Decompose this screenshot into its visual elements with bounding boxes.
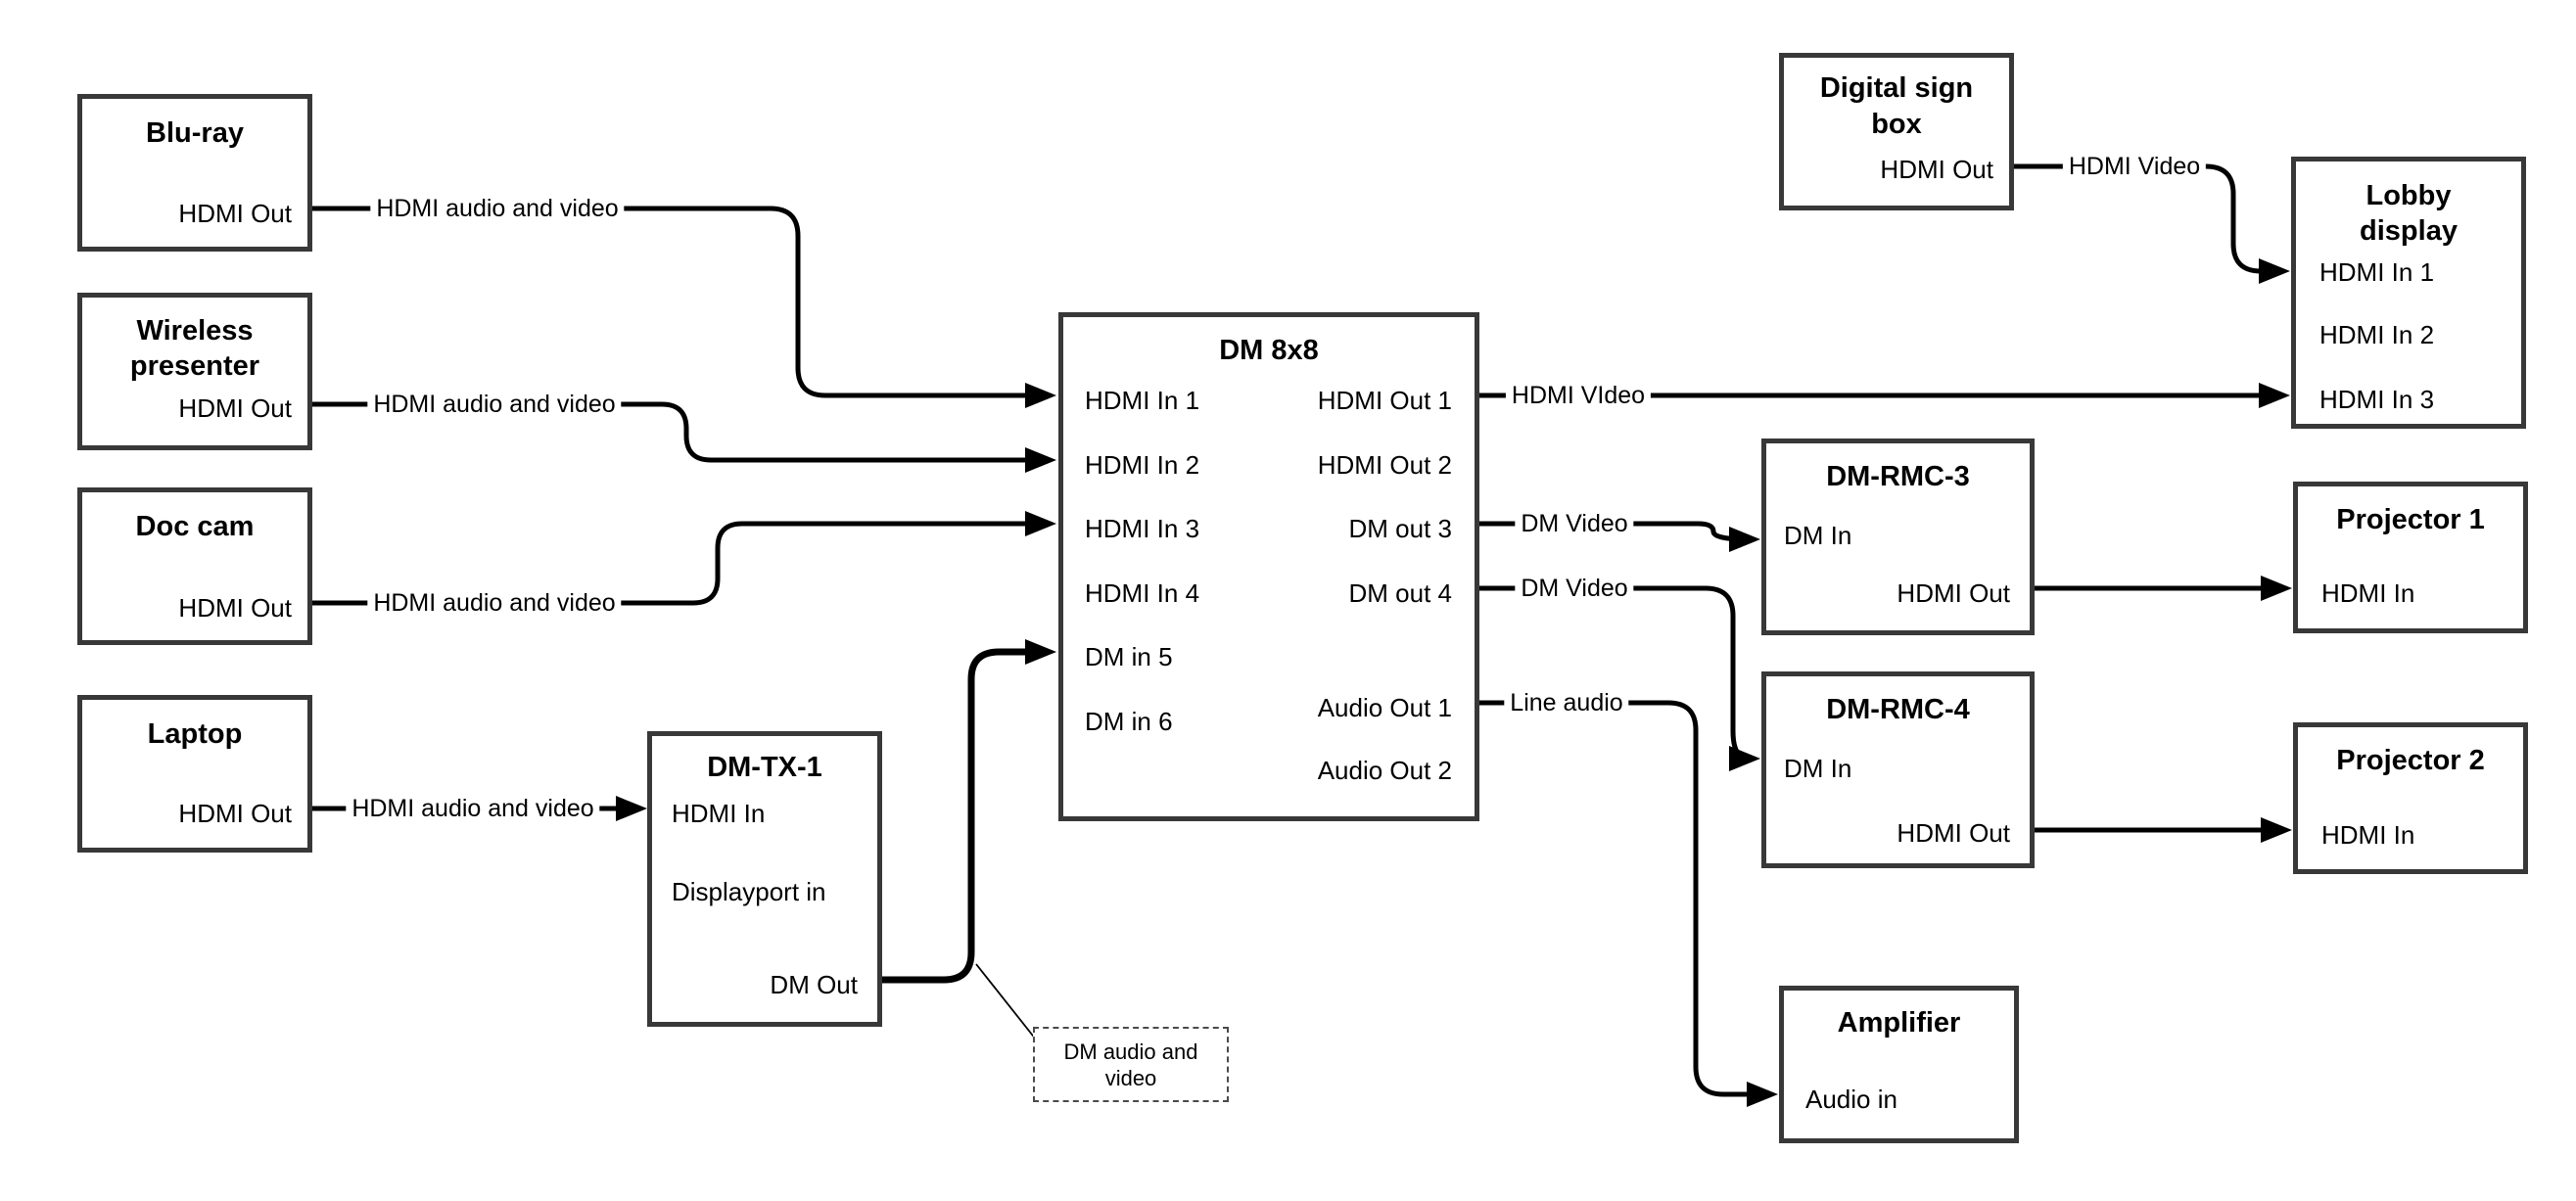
- arrowhead-proj2-hdmi-in: [2261, 817, 2292, 843]
- wire-label-laptop: HDMI audio and video: [346, 794, 600, 823]
- dm8x8-port-hdmi-in-4: HDMI In 4: [1085, 578, 1200, 608]
- conn-wireless-to-dm8x8-in2: [312, 401, 1045, 463]
- conn-dm8x8-out4-to-dmrmc4: [1479, 585, 1750, 762]
- digitalsign-port-hdmi-out: HDMI Out: [1880, 155, 1993, 184]
- lobby-title-line1: Lobby: [2365, 180, 2452, 211]
- note-text-line2: video: [1104, 1066, 1157, 1090]
- dm8x8-title: DM 8x8: [1219, 335, 1319, 366]
- note-dm-audio-and-video[interactable]: DM audio and video: [1033, 1027, 1229, 1102]
- laptop-port-hdmi-out: HDMI Out: [178, 799, 292, 828]
- wire-label-bluray: HDMI audio and video: [370, 194, 625, 223]
- proj1-title: Projector 1: [2336, 504, 2485, 535]
- note-text-line1: DM audio and: [1063, 1039, 1198, 1064]
- arrowhead-dm8x8-in1: [1025, 383, 1056, 408]
- conn-dm8x8-aout1-to-amplifier: [1479, 700, 1766, 1097]
- node-dm-8x8[interactable]: DM 8x8 HDMI In 1 HDMI In 2 HDMI In 3 HDM…: [1058, 312, 1479, 821]
- wire-label-dm-out4: DM Video: [1515, 574, 1634, 603]
- dmtx1-title: DM-TX-1: [707, 752, 822, 783]
- lobby-port-hdmi-in-2: HDMI In 2: [2319, 320, 2435, 349]
- bluray-title: Blu-ray: [146, 117, 244, 149]
- dm8x8-port-hdmi-out-2: HDMI Out 2: [1317, 450, 1452, 480]
- dmrmc4-port-hdmi-out: HDMI Out: [1897, 818, 2010, 848]
- dm8x8-port-hdmi-in-3: HDMI In 3: [1085, 514, 1200, 543]
- dmtx1-port-displayport-in: Displayport in: [672, 877, 826, 906]
- dmrmc4-port-dm-in: DM In: [1784, 754, 1852, 783]
- dm8x8-port-audio-out-2: Audio Out 2: [1317, 756, 1452, 785]
- doccam-port-hdmi-out: HDMI Out: [178, 593, 292, 623]
- wire-label-audio-out1: Line audio: [1504, 688, 1629, 717]
- dmrmc4-title: DM-RMC-4: [1826, 694, 1970, 725]
- dmtx1-port-hdmi-in: HDMI In: [672, 799, 766, 828]
- dm8x8-port-dm-in-5: DM in 5: [1085, 642, 1173, 671]
- wire-label-wireless: HDMI audio and video: [367, 390, 622, 419]
- amplifier-title: Amplifier: [1837, 1007, 1961, 1039]
- node-projector-2[interactable]: Projector 2 HDMI In: [2293, 722, 2528, 874]
- wireless-title-line2: presenter: [129, 350, 260, 382]
- bluray-port-hdmi-out: HDMI Out: [178, 199, 292, 228]
- laptop-title: Laptop: [147, 718, 243, 750]
- wire-label-dm-out3: DM Video: [1515, 509, 1634, 538]
- arrowhead-lobby-in1: [2259, 258, 2290, 284]
- arrowhead-dm8x8-in3: [1025, 511, 1056, 536]
- node-bluray[interactable]: Blu-ray HDMI Out: [77, 94, 312, 252]
- proj2-title: Projector 2: [2336, 745, 2485, 776]
- wire-label-hdmi-out1: HDMI VIdeo: [1505, 381, 1652, 410]
- dm8x8-port-dm-out-3: DM out 3: [1348, 514, 1453, 543]
- dmrmc3-port-dm-in: DM In: [1784, 521, 1852, 550]
- dm8x8-port-dm-in-6: DM in 6: [1085, 707, 1173, 736]
- arrowhead-dmtx1-hdmi-in: [616, 796, 647, 821]
- dm8x8-port-hdmi-out-1: HDMI Out 1: [1317, 386, 1452, 415]
- digitalsign-title-line1: Digital sign: [1819, 72, 1974, 104]
- dm8x8-port-audio-out-1: Audio Out 1: [1317, 693, 1452, 722]
- arrowhead-amplifier-audio-in: [1747, 1082, 1778, 1107]
- arrowhead-lobby-in3: [2259, 383, 2290, 408]
- lobby-port-hdmi-in-1: HDMI In 1: [2319, 257, 2435, 287]
- arrowhead-dmrmc3-dm-in: [1729, 527, 1760, 552]
- digitalsign-title-line2: box: [1871, 109, 1922, 140]
- dm8x8-port-hdmi-in-2: HDMI In 2: [1085, 450, 1200, 480]
- node-dm-tx-1[interactable]: DM-TX-1 HDMI In Displayport in DM Out: [647, 731, 882, 1027]
- node-dm-rmc-4[interactable]: DM-RMC-4 DM In HDMI Out: [1761, 671, 2035, 868]
- node-doc-cam[interactable]: Doc cam HDMI Out: [77, 487, 312, 645]
- conn-dmtx1-to-dm8x8-in5: [882, 648, 1045, 984]
- node-amplifier[interactable]: Amplifier Audio in: [1779, 986, 2019, 1143]
- doccam-title: Doc cam: [135, 511, 255, 542]
- note-callout-line: [975, 963, 1037, 1040]
- wire-label-digital-sign: HDMI Video: [2062, 152, 2207, 181]
- conn-doccam-to-dm8x8-in3: [312, 521, 1045, 606]
- amplifier-port-audio-in: Audio in: [1805, 1085, 1897, 1114]
- arrowhead-dm8x8-in2: [1025, 447, 1056, 473]
- dmrmc3-title: DM-RMC-3: [1826, 461, 1970, 492]
- wireless-port-hdmi-out: HDMI Out: [178, 393, 292, 423]
- lobby-port-hdmi-in-3: HDMI In 3: [2319, 385, 2435, 414]
- wireless-title-line1: Wireless: [136, 315, 254, 346]
- proj1-port-hdmi-in: HDMI In: [2321, 578, 2415, 608]
- dm8x8-port-dm-out-4: DM out 4: [1348, 578, 1453, 608]
- conn-bluray-to-dm8x8-in1: [312, 206, 1045, 398]
- proj2-port-hdmi-in: HDMI In: [2321, 820, 2415, 850]
- lobby-title-line2: display: [2360, 215, 2458, 247]
- node-dm-rmc-3[interactable]: DM-RMC-3 DM In HDMI Out: [1761, 439, 2035, 635]
- conn-digitalsign-to-lobby-in1: [2014, 163, 2278, 274]
- arrowhead-dm8x8-in5: [1025, 639, 1056, 665]
- dmtx1-port-dm-out: DM Out: [770, 970, 858, 999]
- arrowhead-dmrmc4-dm-in: [1729, 746, 1760, 771]
- node-laptop[interactable]: Laptop HDMI Out: [77, 695, 312, 853]
- dm8x8-port-hdmi-in-1: HDMI In 1: [1085, 386, 1200, 415]
- dmrmc3-port-hdmi-out: HDMI Out: [1897, 578, 2010, 608]
- node-wireless-presenter[interactable]: Wireless presenter HDMI Out: [77, 293, 312, 450]
- node-projector-1[interactable]: Projector 1 HDMI In: [2293, 482, 2528, 633]
- arrowhead-proj1-hdmi-in: [2261, 576, 2292, 601]
- node-digital-sign-box[interactable]: Digital sign box HDMI Out: [1779, 53, 2014, 210]
- node-lobby-display[interactable]: Lobby display HDMI In 1 HDMI In 2 HDMI I…: [2291, 157, 2526, 429]
- wire-label-doccam: HDMI audio and video: [367, 588, 622, 618]
